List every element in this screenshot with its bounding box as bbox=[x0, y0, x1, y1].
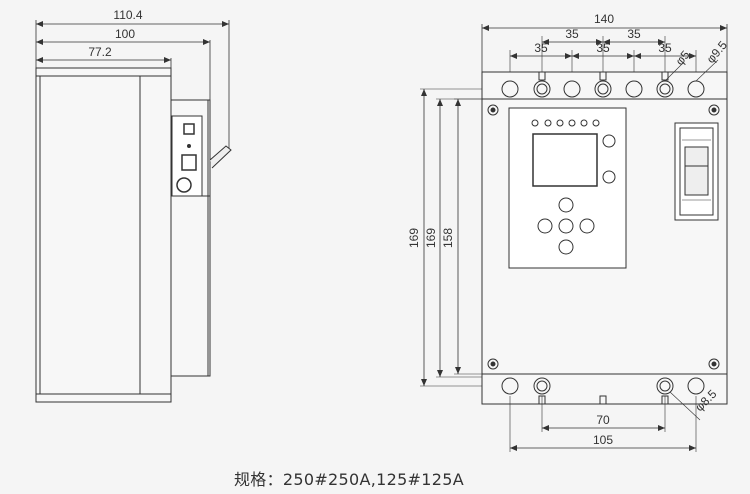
corner-screw-icon bbox=[708, 358, 720, 370]
dim-height: 169 bbox=[407, 228, 421, 248]
dim-body-depth: 100 bbox=[115, 27, 135, 41]
dim-overall-depth: 110.4 bbox=[113, 8, 142, 22]
dim-hole-large: φ9.5 bbox=[704, 38, 731, 66]
handle-lever bbox=[209, 145, 232, 169]
led-icon bbox=[568, 119, 576, 127]
indicator-dot-icon bbox=[187, 144, 191, 148]
dim-bottom-pitch: 70 bbox=[596, 413, 610, 427]
control-panel bbox=[508, 107, 627, 269]
dim-pitch: 35 bbox=[596, 41, 610, 55]
nav-down-button-icon bbox=[558, 239, 574, 255]
led-icon bbox=[580, 119, 588, 127]
usb-port-icon bbox=[183, 123, 195, 135]
corner-screw-icon bbox=[708, 104, 720, 116]
side-button-icon bbox=[602, 170, 616, 184]
knob-icon bbox=[176, 177, 192, 193]
display-screen bbox=[532, 133, 598, 187]
terminal-hole-icon bbox=[625, 80, 643, 98]
nav-left-button-icon bbox=[537, 218, 553, 234]
side-body bbox=[35, 67, 172, 403]
breaker-window bbox=[674, 122, 719, 221]
front-view bbox=[420, 24, 728, 452]
terminal-hole-icon bbox=[563, 80, 581, 98]
side-view bbox=[35, 20, 232, 403]
terminal-hole-icon bbox=[687, 377, 705, 395]
nav-ok-button-icon bbox=[558, 218, 574, 234]
dim-height-inner: 158 bbox=[441, 228, 455, 248]
connector-icon bbox=[181, 154, 197, 171]
terminal-hole-icon bbox=[501, 80, 519, 98]
dim-overall-width: 140 bbox=[594, 12, 614, 26]
corner-screw-icon bbox=[487, 104, 499, 116]
nav-up-button-icon bbox=[558, 197, 574, 213]
dim-pitch: 35 bbox=[658, 41, 672, 55]
nav-right-button-icon bbox=[579, 218, 595, 234]
dim-height: 169 bbox=[424, 228, 438, 248]
top-terminal-block bbox=[481, 71, 728, 103]
led-icon bbox=[592, 119, 600, 127]
led-icon bbox=[544, 119, 552, 127]
led-icon bbox=[556, 119, 564, 127]
spec-value: 250#250A,125#125A bbox=[282, 470, 464, 489]
dim-pitch: 35 bbox=[565, 27, 579, 41]
terminal-hole-icon bbox=[501, 377, 519, 395]
dim-front-depth: 77.2 bbox=[88, 45, 112, 59]
bottom-terminal-block bbox=[481, 373, 728, 405]
dim-pitch: 35 bbox=[534, 41, 548, 55]
dim-pitch: 35 bbox=[627, 27, 641, 41]
spec-caption: 规格：250#250A,125#125A bbox=[234, 466, 464, 490]
spec-label: 规格： bbox=[234, 470, 283, 489]
dim-hole-small: φ5 bbox=[673, 48, 693, 68]
led-icon bbox=[531, 119, 539, 127]
dim-bottom-width: 105 bbox=[593, 433, 613, 447]
corner-screw-icon bbox=[487, 358, 499, 370]
side-button-icon bbox=[602, 134, 616, 148]
breaker-toggle bbox=[684, 146, 709, 196]
